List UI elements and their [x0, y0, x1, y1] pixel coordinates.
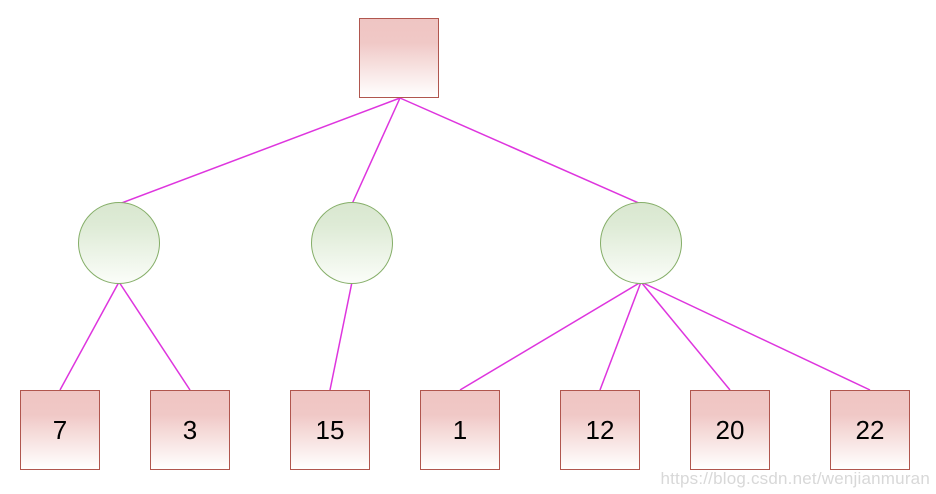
- csdn-watermark: https://blog.csdn.net/wenjianmuran: [660, 469, 930, 488]
- leaf-value: 22: [855, 415, 885, 445]
- edge-root-circle2: [351, 97, 401, 205]
- leaf-value: 20: [715, 415, 745, 445]
- leaf-node-7: 7: [20, 390, 100, 470]
- edge-root-circle3: [399, 97, 642, 205]
- edge-circle3-leaf22: [640, 281, 871, 391]
- edge-circle3-leaf20: [640, 281, 731, 391]
- edge-circle1-leaf7: [59, 281, 120, 391]
- leaf-node-20: 20: [690, 390, 770, 470]
- internal-node-1: [78, 202, 160, 284]
- leaf-value: 3: [182, 415, 198, 445]
- leaf-node-12: 12: [560, 390, 640, 470]
- edge-circle1-leaf3: [118, 281, 191, 391]
- internal-node-3: [600, 202, 682, 284]
- edge-circle2-leaf15: [329, 281, 353, 391]
- leaf-value: 15: [315, 415, 345, 445]
- leaf-value: 1: [452, 415, 468, 445]
- leaf-node-22: 22: [830, 390, 910, 470]
- edge-circle3-leaf1: [459, 281, 642, 391]
- leaf-value: 12: [585, 415, 615, 445]
- edge-circle3-leaf12: [599, 281, 642, 391]
- leaf-value: 7: [52, 415, 68, 445]
- leaf-node-3: 3: [150, 390, 230, 470]
- edge-root-circle1: [118, 97, 401, 205]
- internal-node-2: [311, 202, 393, 284]
- leaf-node-1: 1: [420, 390, 500, 470]
- leaf-node-15: 15: [290, 390, 370, 470]
- root-node: [359, 18, 439, 98]
